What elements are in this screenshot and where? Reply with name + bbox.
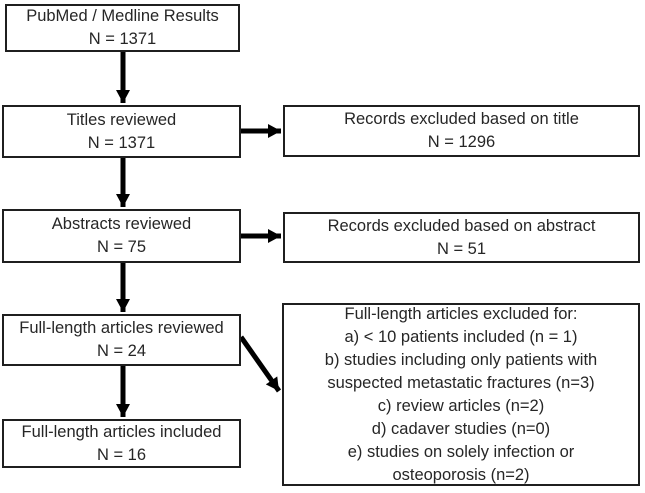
box-full-length-included-count: N = 16 — [96, 445, 147, 464]
box-excluded-by-abstract-count: N = 51 — [436, 239, 487, 258]
box-abstracts-reviewed-title: Abstracts reviewed — [51, 215, 192, 233]
exclusion-line: c) review articles (n=2) — [377, 396, 545, 415]
box-pubmed-results: PubMed / Medline Results N = 1371 — [5, 4, 240, 52]
box-excluded-by-abstract: Records excluded based on abstract N = 5… — [283, 212, 640, 263]
box-abstracts-reviewed: Abstracts reviewed N = 75 — [2, 209, 241, 263]
exclusion-line: d) cadaver studies (n=0) — [371, 419, 551, 438]
box-titles-reviewed-count: N = 1371 — [87, 133, 156, 152]
box-excluded-by-title: Records excluded based on title N = 1296 — [283, 105, 640, 157]
exclusion-line: suspected metastatic fractures (n=3) — [327, 373, 595, 392]
exclusion-line: Full-length articles excluded for: — [344, 304, 578, 323]
box-full-length-included-title: Full-length articles included — [21, 422, 222, 441]
box-full-length-reviewed-title: Full-length articles reviewed — [19, 319, 224, 337]
box-excluded-by-title-title: Records excluded based on title — [344, 110, 579, 128]
box-pubmed-results-count: N = 1371 — [88, 30, 157, 48]
box-pubmed-results-title: PubMed / Medline Results — [26, 7, 219, 25]
exclusion-line: b) studies including only patients with — [324, 350, 598, 369]
exclusion-line: e) studies on solely infection or — [347, 442, 575, 461]
box-excluded-by-abstract-title: Records excluded based on abstract — [327, 216, 596, 235]
box-titles-reviewed-title: Titles reviewed — [66, 110, 177, 129]
box-full-length-reviewed: Full-length articles reviewed N = 24 — [2, 314, 241, 366]
arrow-fulllength-to-exclusion-box — [238, 335, 282, 393]
box-full-length-reviewed-count: N = 24 — [96, 342, 147, 360]
box-abstracts-reviewed-count: N = 75 — [96, 238, 147, 256]
exclusion-line: a) < 10 patients included (n = 1) — [344, 327, 578, 346]
box-full-length-exclusions: Full-length articles excluded for: a) < … — [282, 303, 640, 486]
box-excluded-by-title-count: N = 1296 — [427, 133, 496, 151]
box-titles-reviewed: Titles reviewed N = 1371 — [2, 105, 241, 158]
exclusion-line: osteoporosis (n=2) — [392, 465, 530, 484]
box-full-length-included: Full-length articles included N = 16 — [2, 419, 241, 468]
